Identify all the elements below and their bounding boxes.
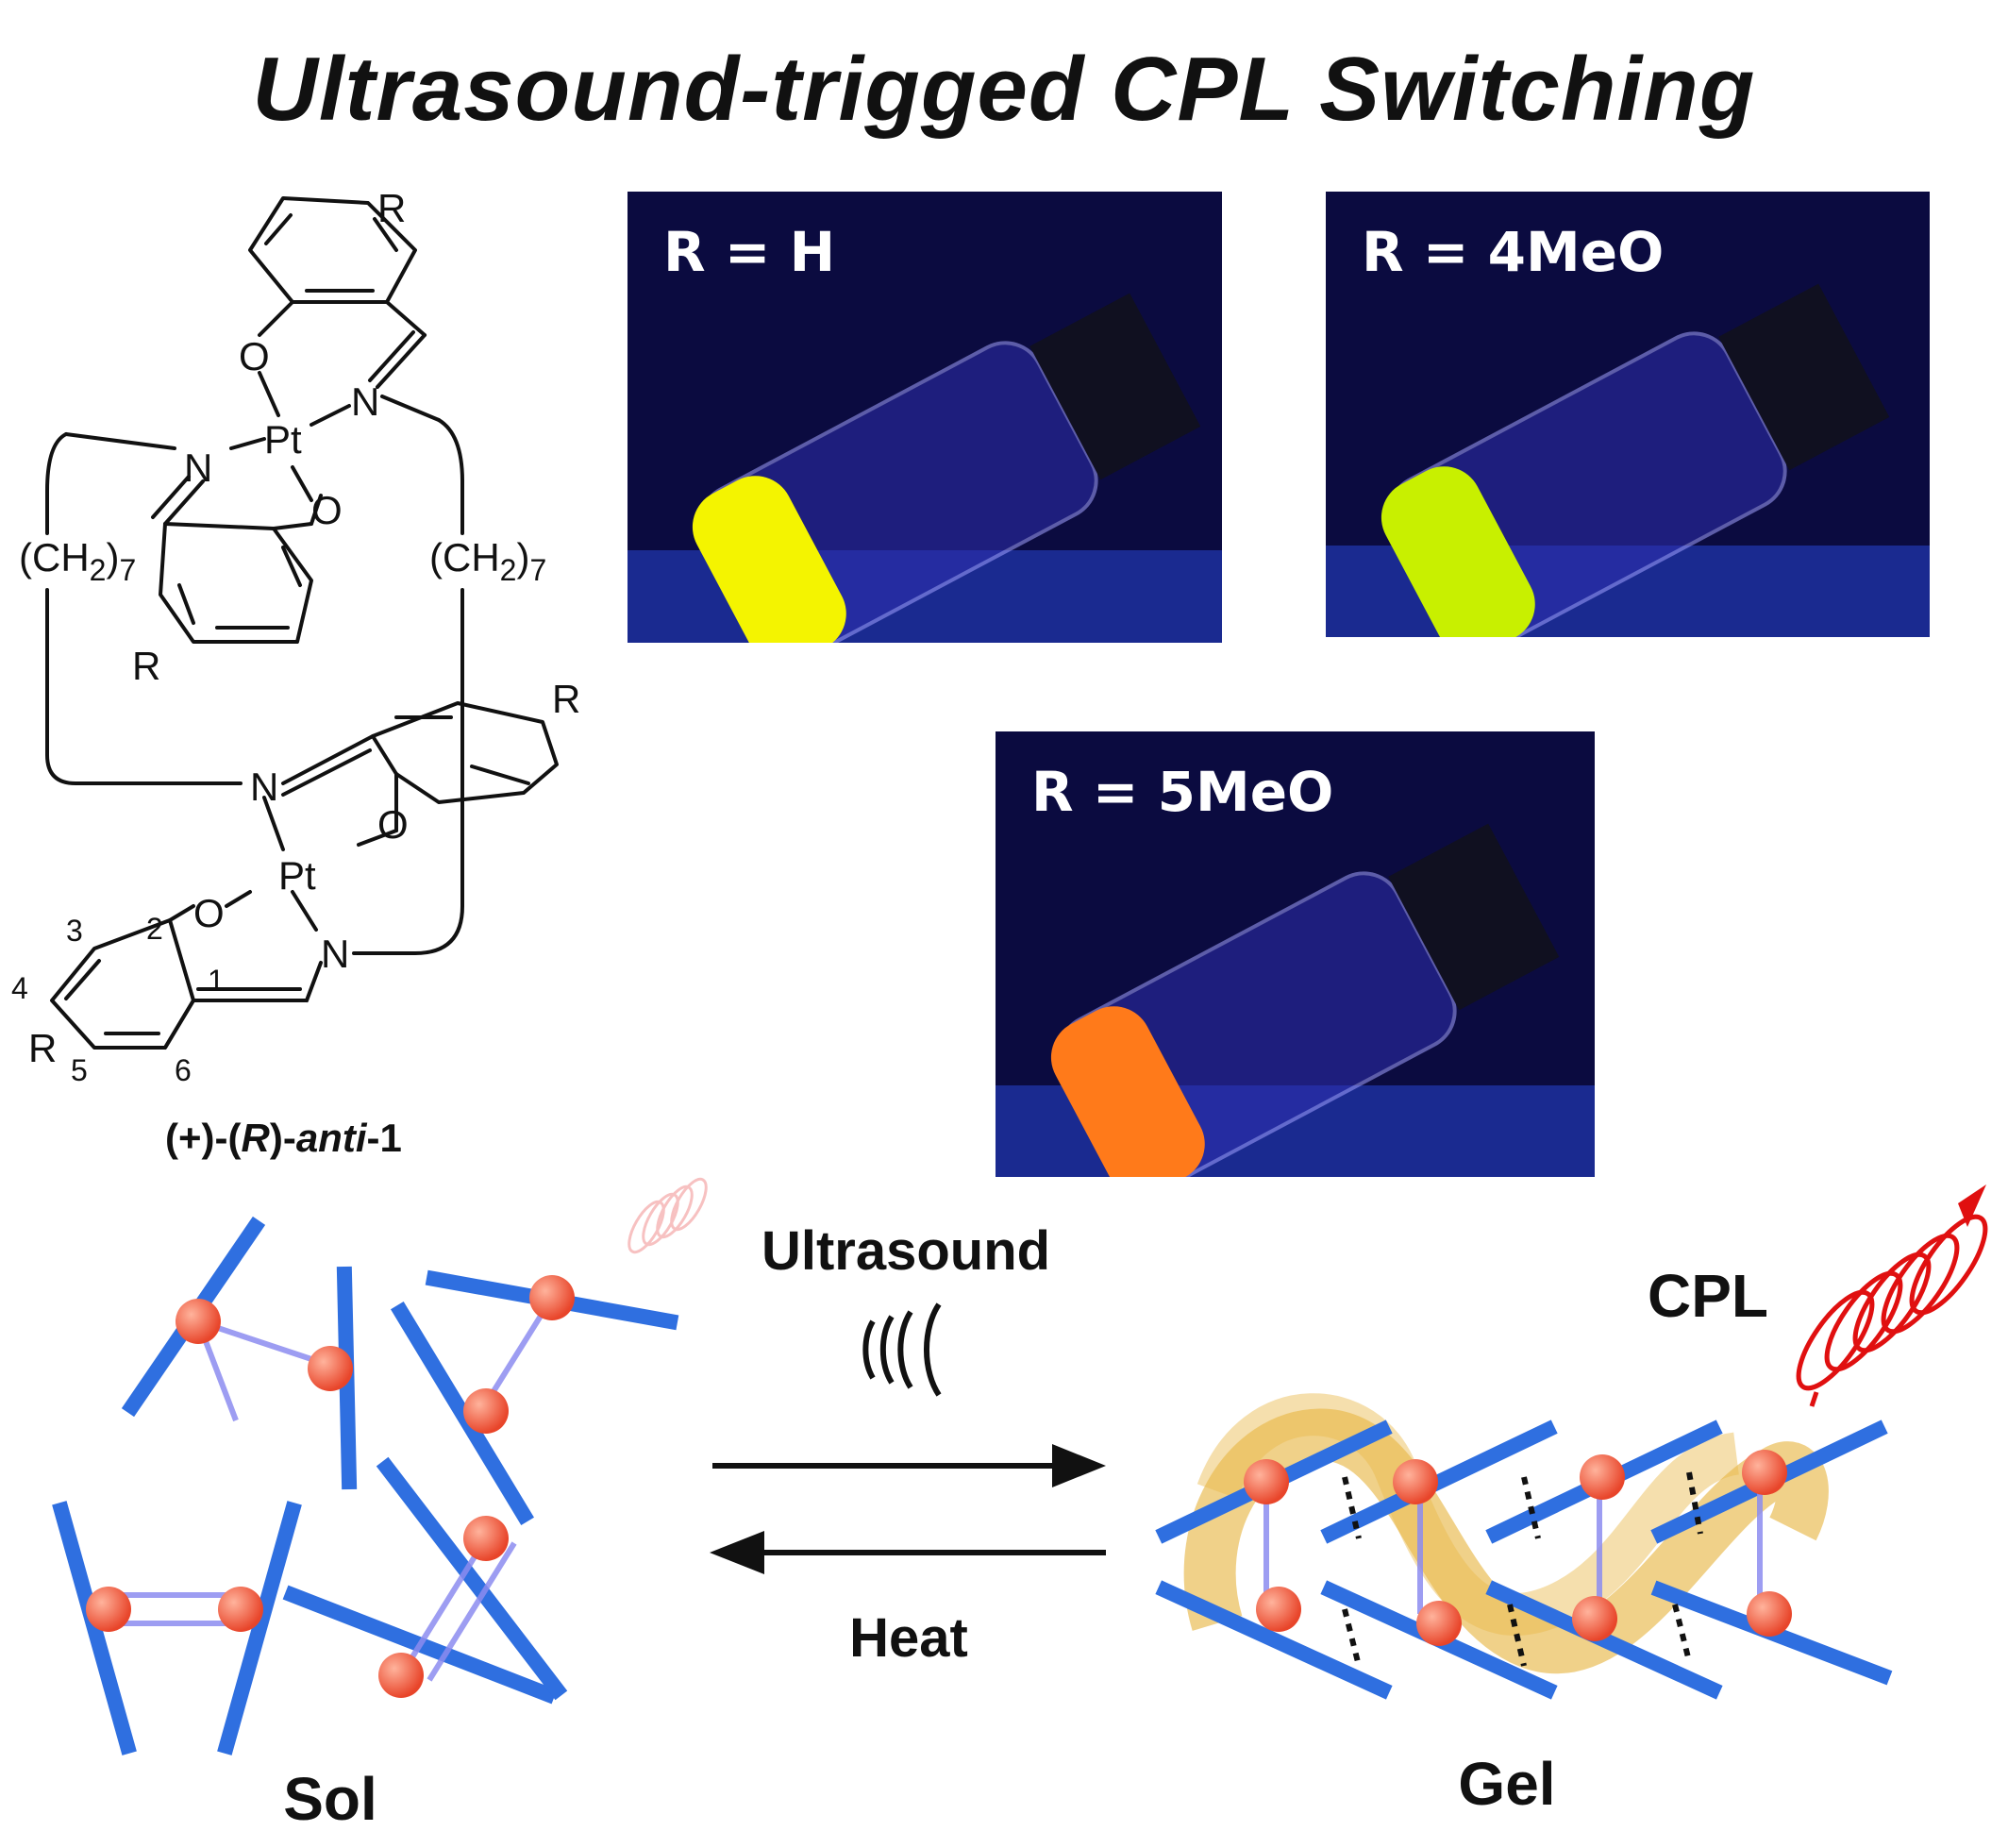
linker-label-left: (CH2)7 [19, 535, 136, 587]
faint-cpl-icon [628, 1177, 708, 1254]
vial-photo-h: R = H [628, 192, 1222, 643]
sol-aggregates [52, 1216, 679, 1756]
position-number: 6 [175, 1053, 192, 1087]
compound-label: (+)-(R)-anti-1 [165, 1116, 402, 1160]
nitrogen-label: N [351, 379, 379, 424]
platinum-label: Pt [264, 417, 302, 462]
forward-arrow-head [1052, 1444, 1106, 1487]
ultrasound-icon [862, 1302, 942, 1397]
r-substituent-label: R [28, 1026, 57, 1070]
nitrogen-label: N [250, 764, 278, 809]
photo-label: R = 4MeO [1362, 220, 1665, 284]
photo-label: R = 5MeO [1031, 760, 1334, 824]
heat-label: Heat [849, 1607, 968, 1669]
cpl-spiral-icon [1796, 1184, 1988, 1407]
nitrogen-label: N [184, 445, 212, 490]
gel-label: Gel [1458, 1750, 1555, 1818]
molecular-structure: R O N Pt N O (CH2)7 (CH2)7 R R N O Pt O … [11, 186, 580, 1160]
oxygen-label: O [311, 488, 343, 532]
photo-label: R = H [663, 220, 836, 284]
emission-glow [692, 476, 846, 643]
position-number: 3 [66, 914, 83, 948]
position-number: 5 [71, 1053, 88, 1087]
linker-label-right: (CH2)7 [429, 535, 546, 587]
vial-photo-4meo: R = 4MeO [1326, 192, 1930, 637]
gel-helix-assembly [1155, 1393, 1893, 1700]
r-substituent-label: R [552, 677, 580, 721]
oxygen-label: O [239, 334, 270, 378]
position-number: 4 [11, 971, 28, 1005]
sol-gel-scheme: Ultrasound Heat Sol Gel CPL [52, 1177, 1988, 1833]
cpl-label: CPL [1648, 1262, 1768, 1330]
reverse-arrow-head [710, 1531, 764, 1574]
sol-label: Sol [283, 1765, 377, 1833]
nitrogen-label: N [321, 932, 349, 976]
r-substituent-label: R [132, 644, 160, 688]
position-number: 1 [208, 964, 225, 998]
platinum-label: Pt [278, 853, 316, 898]
position-number: 2 [146, 912, 163, 946]
emission-glow [1050, 1006, 1205, 1177]
emission-glow [1380, 466, 1535, 637]
oxygen-label: O [193, 891, 225, 935]
ultrasound-label: Ultrasound [761, 1220, 1050, 1282]
page-title: Ultrasound-trigged CPL Switching [252, 39, 1756, 140]
oxygen-label: O [377, 802, 409, 847]
vial-photo-5meo: R = 5MeO [996, 731, 1595, 1177]
r-substituent-label: R [377, 186, 406, 230]
